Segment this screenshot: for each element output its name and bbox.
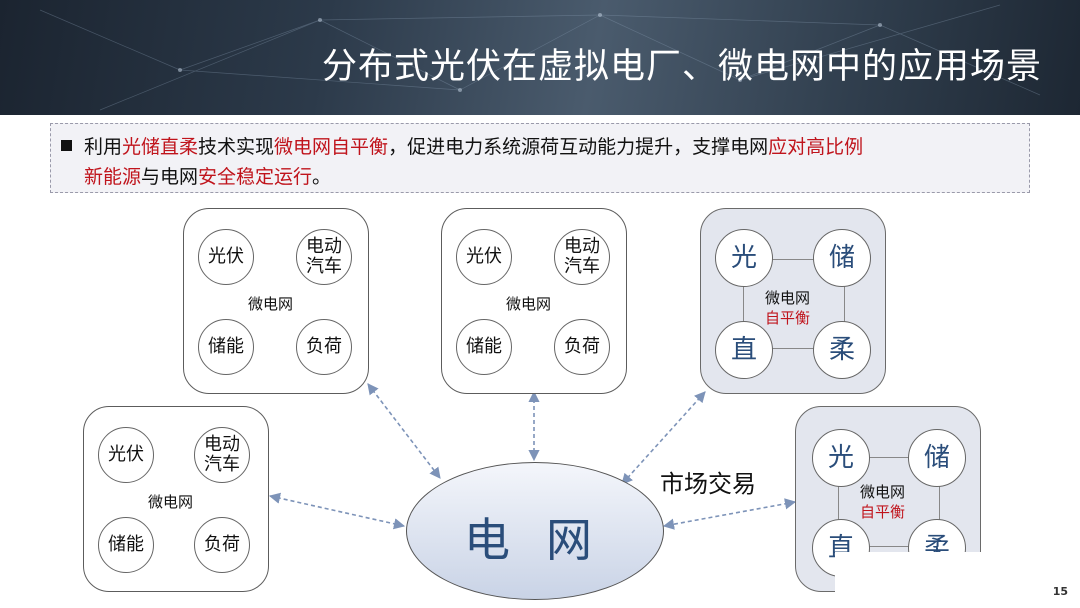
white-overlay xyxy=(835,552,1065,608)
summary-bullet-box: 利用光储直柔技术实现微电网自平衡，促进电力系统源荷互动能力提升，支撑电网应对高比… xyxy=(50,123,1030,193)
microgrid-box-3: 光伏 电动汽车 微电网 储能 负荷 xyxy=(83,406,269,592)
arrow-pedf2-grid xyxy=(662,498,797,530)
load-node: 负荷 xyxy=(296,319,352,375)
pedf-frame xyxy=(743,259,845,349)
storage-node: 储 xyxy=(908,429,966,487)
arrow-mg1-grid xyxy=(367,383,441,479)
highlight-text: 新能源 xyxy=(84,166,142,188)
self-balance-label: 自平衡 xyxy=(765,309,811,327)
flexible-node: 柔 xyxy=(813,321,871,379)
storage-node: 储能 xyxy=(98,517,154,573)
self-balance-label: 自平衡 xyxy=(860,503,906,521)
microgrid-label: 微电网 xyxy=(765,289,811,307)
pv-node: 光伏 xyxy=(198,229,254,285)
summary-line-2: 新能源与电网安全稳定运行。 xyxy=(84,162,331,189)
microgrid-box-1: 光伏 电动汽车 微电网 储能 负荷 xyxy=(183,208,369,394)
power-grid-label: 电网 xyxy=(464,513,628,567)
storage-node: 储能 xyxy=(456,319,512,375)
dc-node: 直 xyxy=(715,321,773,379)
storage-node: 储能 xyxy=(198,319,254,375)
storage-node: 储 xyxy=(813,229,871,287)
page-title: 分布式光伏在虚拟电厂、微电网中的应用场景 xyxy=(321,47,1042,87)
microgrid-box-2: 光伏 电动汽车 微电网 储能 负荷 xyxy=(441,208,627,394)
body-text: 与电网 xyxy=(141,166,199,188)
highlight-text: 应对高比例 xyxy=(768,136,864,158)
pedf-frame xyxy=(838,457,940,547)
microgrid-label: 微电网 xyxy=(506,295,552,313)
microgrid-label: 微电网 xyxy=(148,493,194,511)
highlight-text: 微电网自平衡 xyxy=(274,136,389,158)
summary-line-1: 利用光储直柔技术实现微电网自平衡，促进电力系统源荷互动能力提升，支撑电网应对高比… xyxy=(61,132,863,159)
page-number: 15 xyxy=(1052,585,1068,598)
arrow-mg3-grid xyxy=(268,492,406,530)
bullet-square-icon xyxy=(61,140,72,151)
body-text: 。 xyxy=(312,166,332,188)
pedf-microgrid-box-2: 光 储 微电网 自平衡 直 柔 xyxy=(795,406,981,592)
load-node: 负荷 xyxy=(554,319,610,375)
pv-node: 光 xyxy=(715,229,773,287)
microgrid-label: 微电网 xyxy=(248,295,294,313)
body-text: 利用 xyxy=(84,136,123,158)
ev-node: 电动汽车 xyxy=(554,229,610,285)
power-grid-node xyxy=(406,462,664,600)
highlight-text: 光储直柔 xyxy=(122,136,199,158)
pv-node: 光伏 xyxy=(98,427,154,483)
ev-node: 电动汽车 xyxy=(296,229,352,285)
pv-node: 光 xyxy=(812,429,870,487)
pedf-microgrid-box-1: 光 储 微电网 自平衡 直 柔 xyxy=(700,208,886,394)
microgrid-label: 微电网 xyxy=(860,483,906,501)
body-text: 技术实现 xyxy=(198,136,275,158)
market-trading-label: 市场交易 xyxy=(660,470,756,498)
highlight-text: 安全稳定运行 xyxy=(198,166,313,188)
load-node: 负荷 xyxy=(194,517,250,573)
network-background-graphic xyxy=(39,4,1041,111)
ev-node: 电动汽车 xyxy=(194,427,250,483)
title-banner: 分布式光伏在虚拟电厂、微电网中的应用场景 xyxy=(0,0,1080,115)
body-text: ，促进电力系统源荷互动能力提升，支撑电网 xyxy=(388,136,769,158)
pv-node: 光伏 xyxy=(456,229,512,285)
